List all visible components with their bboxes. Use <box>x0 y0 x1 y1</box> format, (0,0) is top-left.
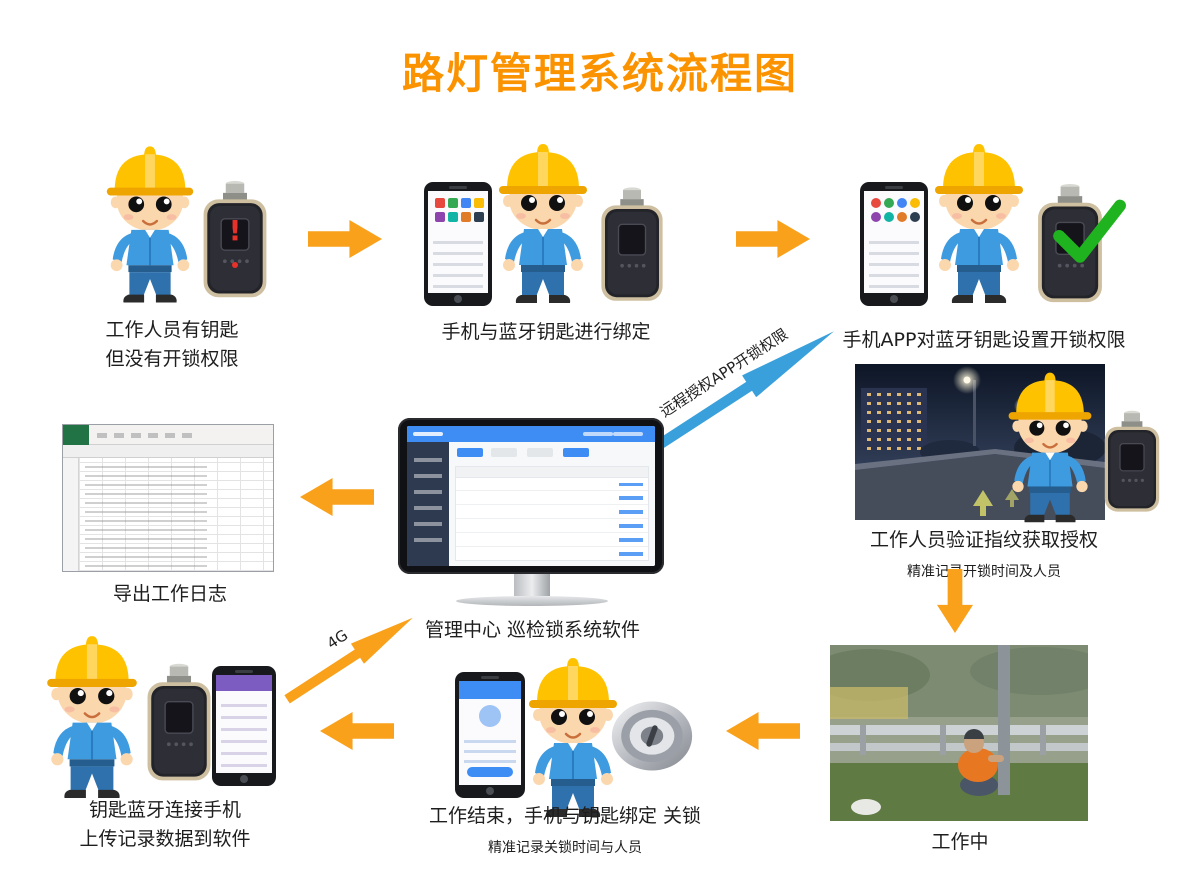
arrow-step1-to-step2 <box>308 220 382 258</box>
phone-screen <box>216 675 272 773</box>
excel-logo-icon <box>63 425 89 445</box>
smartphone-icon <box>455 672 525 798</box>
phone-home-button <box>240 775 248 783</box>
arrow-finish-to-upload <box>320 712 394 750</box>
management-center-caption: 管理中心 巡检锁系统软件 <box>424 619 641 641</box>
phone-speaker <box>885 186 903 189</box>
app-grid-icon <box>435 198 445 208</box>
phone-speaker <box>481 676 499 679</box>
bluetooth-key-icon <box>1100 410 1164 514</box>
step-set-permission-caption: 手机APP对蓝牙钥匙设置开锁权限 <box>842 329 1126 351</box>
worker-icon <box>998 366 1102 526</box>
app-list-lines <box>869 233 919 288</box>
bluetooth-key-icon <box>596 186 668 304</box>
phone-home-button <box>890 295 898 303</box>
worker-icon <box>36 628 148 803</box>
software-toolbar-buttons <box>457 448 483 457</box>
step-no-permission-caption: 工作人员有钥匙 但没有开锁权限 <box>105 319 239 371</box>
upload-4g-arrow-group: 4G <box>270 591 421 711</box>
phone-home-button <box>454 295 462 303</box>
bluetooth-key-icon <box>142 662 216 784</box>
phone-screen <box>428 191 488 293</box>
step-verify-note: 精准记录开锁时间及人员 <box>907 564 1061 581</box>
worker-icon <box>488 136 598 308</box>
key-alert-exclamation-icon: ! <box>228 214 242 247</box>
app-header-bar <box>216 675 272 691</box>
phone-speaker <box>235 670 253 673</box>
field-work-photo <box>830 645 1088 821</box>
step-verify-caption: 工作人员验证指纹获取授权 精准记录开锁时间及人员 <box>819 526 1149 584</box>
app-list-lines <box>433 233 483 288</box>
page-title: 路灯管理系统流程图 <box>401 49 798 98</box>
software-table-header <box>456 467 648 478</box>
excel-row-numbers <box>63 458 79 571</box>
worker-icon <box>96 138 204 308</box>
phone-screen <box>864 191 924 293</box>
step-finish-caption: 工作结束，手机与钥匙绑定 关锁 精准记录关锁时间与人员 <box>385 802 745 860</box>
key-alert-led-icon <box>232 262 238 268</box>
monitor-screen <box>407 426 655 566</box>
export-log-caption: 导出工作日志 <box>112 583 227 605</box>
app-shield-icon <box>479 705 501 727</box>
app-button <box>467 767 513 777</box>
app-list-lines <box>221 699 267 767</box>
step-bind-caption: 手机与蓝牙钥匙进行绑定 <box>441 321 651 343</box>
software-sidebar <box>407 442 449 566</box>
monitor-stand-base <box>456 596 608 606</box>
arrow-verify-to-working <box>937 569 973 633</box>
management-monitor <box>398 418 664 574</box>
excel-menu-lines <box>97 433 197 438</box>
worker-icon <box>924 136 1034 308</box>
software-table <box>455 466 649 561</box>
green-check-icon <box>1048 196 1128 268</box>
arrow-working-to-finish <box>726 712 800 750</box>
smartphone-icon <box>860 182 928 306</box>
monitor-stand-neck <box>514 574 550 596</box>
app-header-bar <box>459 681 521 699</box>
smartphone-icon <box>212 666 276 786</box>
phone-home-button <box>486 787 494 795</box>
excel-data-marks <box>85 461 207 567</box>
app-grid-icon <box>871 198 881 208</box>
excel-grid <box>79 458 273 571</box>
software-header-bar <box>407 426 655 442</box>
software-table-rows <box>456 478 648 560</box>
excel-log-screenshot <box>62 424 274 572</box>
step-upload-caption: 钥匙蓝牙连接手机 上传记录数据到软件 <box>79 799 251 851</box>
step-working-caption: 工作中 <box>931 831 989 853</box>
excel-column-headers <box>63 445 273 458</box>
phone-screen <box>459 681 521 785</box>
arrow-center-to-export <box>300 478 374 516</box>
arrow-step2-to-step3 <box>736 220 810 258</box>
phone-speaker <box>449 186 467 189</box>
smartphone-icon <box>424 182 492 306</box>
app-list-lines <box>464 735 516 763</box>
step-finish-note: 精准记录关锁时间与人员 <box>488 840 642 857</box>
cam-lock-icon <box>610 698 694 774</box>
software-content <box>449 442 655 566</box>
software-table-links <box>619 483 643 556</box>
